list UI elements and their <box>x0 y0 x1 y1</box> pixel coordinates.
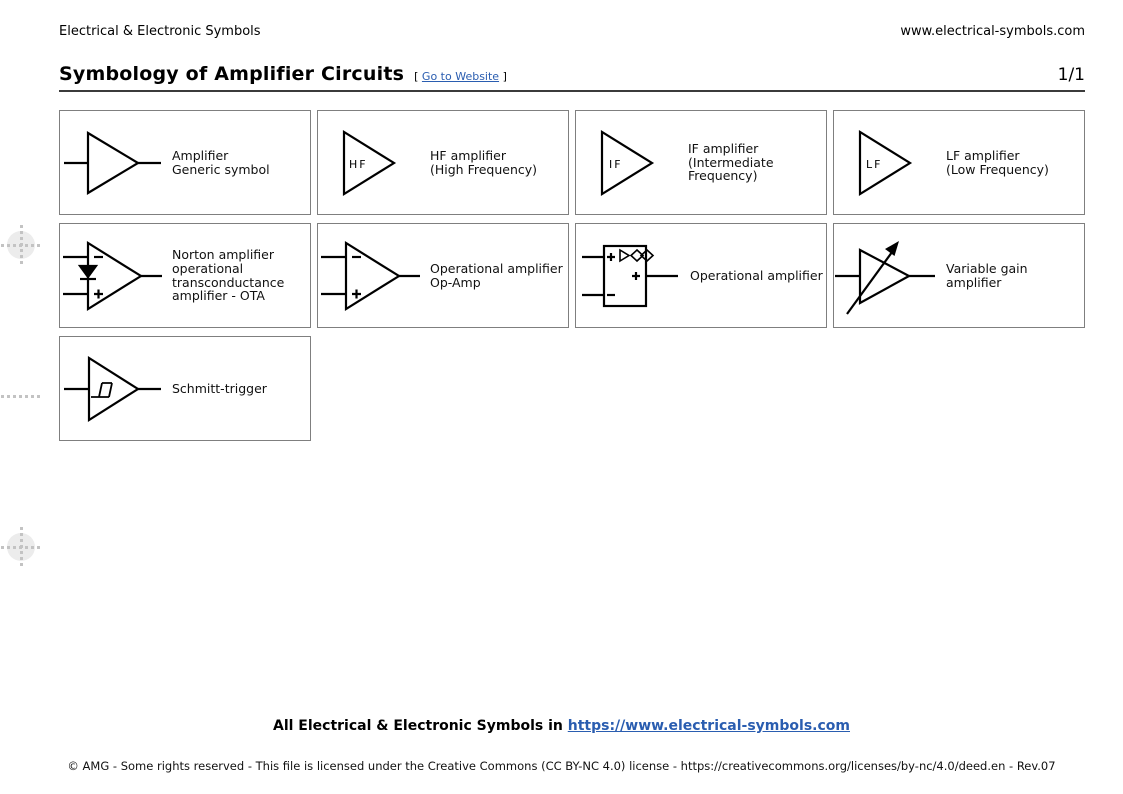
svg-text:HF: HF <box>349 158 368 171</box>
cell-label: Operational amplifier <box>690 267 823 283</box>
header-right-url: www.electrical-symbols.com <box>900 24 1085 39</box>
cell-label: HF amplifier (High Frequency) <box>430 147 538 177</box>
norton-ota-icon <box>60 239 166 313</box>
page-title: Symbology of Amplifier Circuits <box>59 63 405 85</box>
symbol-cell-op-amp: Operational amplifier Op-Amp <box>317 223 569 328</box>
cell-label: LF amplifier (Low Frequency) <box>946 147 1049 177</box>
symbol-cell-op-amp-rect: Operational amplifier <box>575 223 827 328</box>
symbol-cell-schmitt-trigger: Schmitt-trigger <box>59 336 311 441</box>
symbol-cell-amplifier-generic: Amplifier Generic symbol <box>59 110 311 215</box>
schmitt-trigger-icon <box>60 353 166 425</box>
symbol-cell-if-amplifier: IF IF amplifier (Intermediate Frequency) <box>575 110 827 215</box>
fiducial-dot-row <box>1 394 41 398</box>
title-rule <box>59 90 1085 92</box>
symbol-cell-lf-amplifier: LF LF amplifier (Low Frequency) <box>833 110 1085 215</box>
fiducial-dot-column <box>19 225 23 265</box>
op-amp-rectangle-icon <box>576 241 684 311</box>
footer-bold-text: All Electrical & Electronic Symbols in <box>272 718 568 734</box>
if-amplifier-icon: IF <box>576 128 682 198</box>
cell-label: Operational amplifier Op-Amp <box>430 260 563 290</box>
go-to-website-link[interactable]: Go to Website <box>421 70 500 83</box>
fiducial-row-mark <box>1 376 41 416</box>
fiducial-cross-mark <box>1 527 41 567</box>
lf-amplifier-icon: LF <box>834 128 940 198</box>
page-number: 1/1 <box>1057 65 1085 85</box>
hf-amplifier-icon: HF <box>318 128 424 198</box>
symbols-grid: Amplifier Generic symbol HF HF amplifier… <box>59 110 1085 441</box>
bracket-close: ] <box>502 70 507 83</box>
symbol-cell-variable-gain: Variable gain amplifier <box>833 223 1085 328</box>
fiducial-dot-row <box>1 243 41 247</box>
cell-label: Schmitt-trigger <box>172 380 267 396</box>
fiducial-circle <box>7 231 35 259</box>
cell-label: Variable gain amplifier <box>946 260 1028 290</box>
op-amp-icon <box>318 239 424 313</box>
fiducial-dot-column <box>19 527 23 567</box>
footer-website-link[interactable]: https://www.electrical-symbols.com <box>567 718 850 734</box>
variable-gain-amplifier-icon <box>834 235 940 317</box>
symbol-cell-norton-ota: Norton amplifier operational transconduc… <box>59 223 311 328</box>
fiducial-cross-mark <box>1 225 41 265</box>
bracket-open: [ <box>414 70 419 83</box>
footer-banner: All Electrical & Electronic Symbols in h… <box>0 718 1123 734</box>
footer-copyright: © AMG - Some rights reserved - This file… <box>67 759 1056 773</box>
symbol-cell-hf-amplifier: HF HF amplifier (High Frequency) <box>317 110 569 215</box>
cell-label: IF amplifier (Intermediate Frequency) <box>688 141 774 184</box>
fiducial-dot-row <box>1 545 41 549</box>
title-bar: Symbology of Amplifier Circuits [ Go to … <box>59 63 1085 85</box>
amplifier-generic-icon <box>60 126 166 200</box>
page-header: Electrical & Electronic Symbols www.elec… <box>59 0 1085 39</box>
fiducial-circle <box>7 533 35 561</box>
svg-text:LF: LF <box>866 158 882 171</box>
cell-label: Amplifier Generic symbol <box>172 147 270 177</box>
cell-label: Norton amplifier operational transconduc… <box>172 247 285 304</box>
svg-text:IF: IF <box>609 158 623 171</box>
header-left-text: Electrical & Electronic Symbols <box>59 24 261 39</box>
page-content: Electrical & Electronic Symbols www.elec… <box>59 0 1085 441</box>
go-to-website-wrap: [ Go to Website ] <box>414 70 507 83</box>
